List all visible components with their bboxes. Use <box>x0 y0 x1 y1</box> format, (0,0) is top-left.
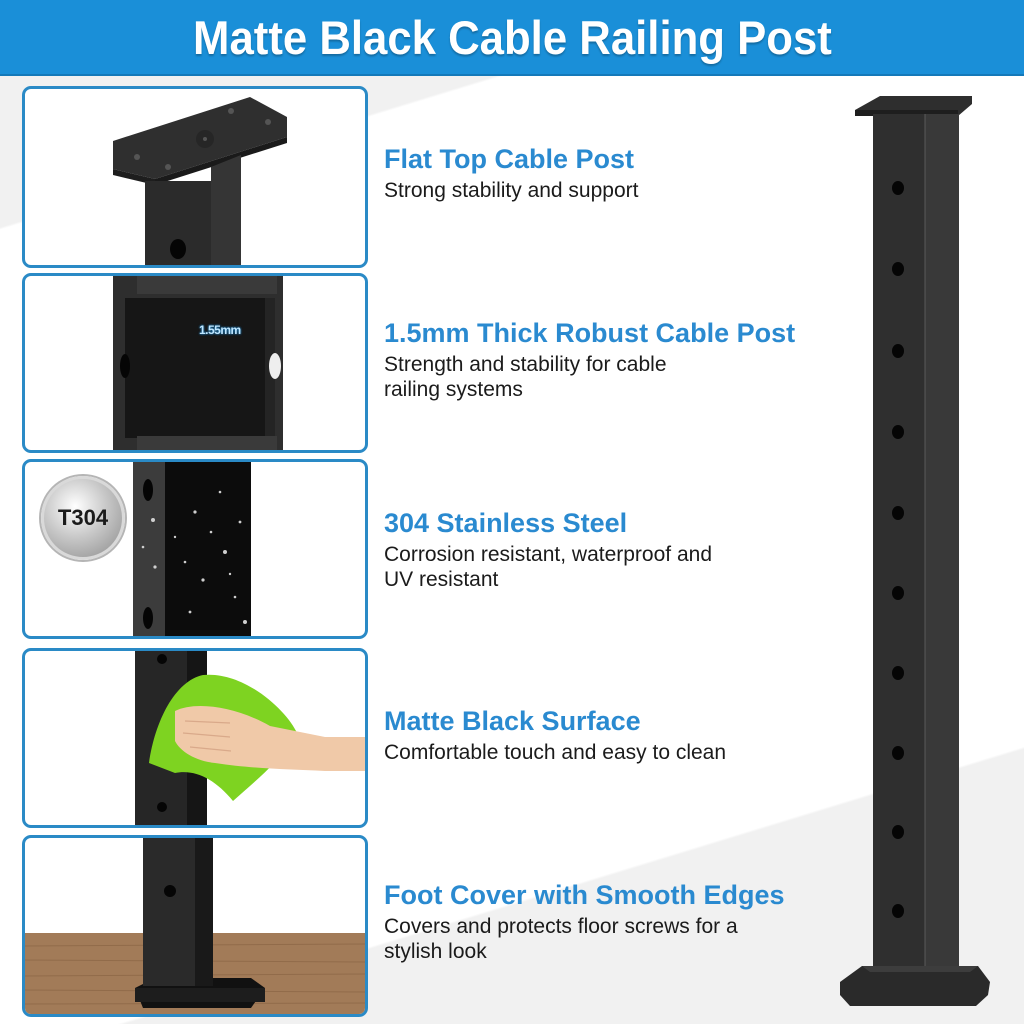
hand-cleaning-cloth-icon <box>135 651 365 825</box>
cross-section-icon <box>113 276 283 450</box>
page-title: Matte Black Cable Railing Post <box>192 10 832 64</box>
flat-top-plate-icon <box>113 97 287 265</box>
panel-foot-cover <box>22 835 368 1017</box>
feature-description: Strength and stability for cable railing… <box>384 353 667 401</box>
panel-flat-top <box>22 86 368 268</box>
water-droplets-icon <box>133 462 251 636</box>
feature-title: 1.5mm Thick Robust Cable Post <box>384 318 796 348</box>
feature-description: Corrosion resistant, waterproof and UV r… <box>384 543 712 591</box>
feature-title: Flat Top Cable Post <box>384 144 635 174</box>
t304-badge: T304 <box>41 476 125 560</box>
feature-description: Strong stability and support <box>384 179 639 202</box>
feature-title: 304 Stainless Steel <box>384 508 628 538</box>
feature-stainless: 304 Stainless Steel Corrosion resistant,… <box>384 507 712 592</box>
base-plate-on-wood-icon <box>25 838 365 1014</box>
header-banner: Matte Black Cable Railing Post <box>0 0 1024 76</box>
feature-description: Comfortable touch and easy to clean <box>384 741 727 764</box>
feature-description: Covers and protects floor screws for a s… <box>384 915 738 963</box>
feature-title: Foot Cover with Smooth Edges <box>384 880 785 910</box>
feature-title: Matte Black Surface <box>384 706 641 736</box>
feature-flat-top: Flat Top Cable Post Strong stability and… <box>384 143 638 203</box>
feature-foot-cover: Foot Cover with Smooth Edges Covers and … <box>384 879 785 964</box>
dimension-label: 1.55mm <box>199 323 241 337</box>
feature-matte: Matte Black Surface Comfortable touch an… <box>384 705 726 765</box>
panel-stainless: T304 <box>22 459 368 639</box>
feature-thickness: 1.5mm Thick Robust Cable Post Strength a… <box>384 317 795 402</box>
badge-label: T304 <box>57 505 109 530</box>
panel-matte-surface <box>22 648 368 828</box>
panel-thickness: 1.55mm <box>22 273 368 453</box>
